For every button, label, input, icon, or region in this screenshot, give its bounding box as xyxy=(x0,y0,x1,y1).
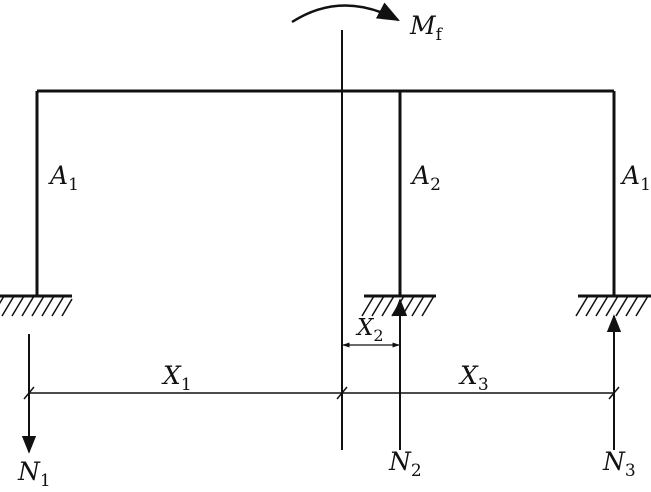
label-force-n3: N3 xyxy=(602,447,636,481)
left-support xyxy=(0,294,73,317)
label-dimension-x2: X2 xyxy=(355,315,384,345)
label-force-n2: N2 xyxy=(388,447,422,481)
label-force-n1: N1 xyxy=(17,457,51,491)
label-moment: Mf xyxy=(409,11,444,45)
label-dimension-x1: X1 xyxy=(161,361,192,395)
label-member-middle: A2 xyxy=(410,161,441,195)
label-member-right: A1 xyxy=(620,161,651,195)
right-support xyxy=(575,294,651,317)
dimension-ticks xyxy=(23,386,620,400)
label-member-left: A1 xyxy=(48,161,79,195)
label-dimension-x3: X3 xyxy=(458,361,489,395)
moment-arrow xyxy=(291,2,400,24)
